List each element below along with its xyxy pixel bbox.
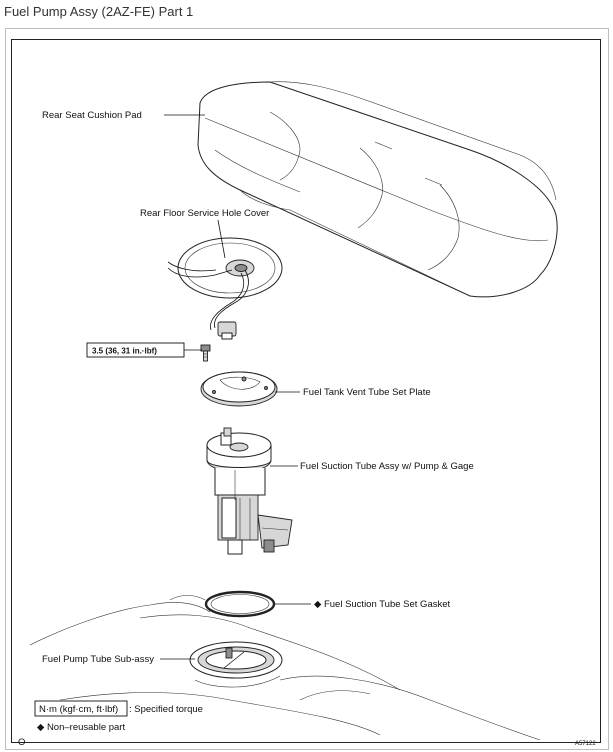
figure-code: A57122 xyxy=(575,741,596,747)
label-rear-seat-cushion-pad: Rear Seat Cushion Pad xyxy=(42,110,142,121)
legend-torque-description: : Specified torque xyxy=(129,704,203,715)
page-title: Fuel Pump Assy (2AZ-FE) Part 1 xyxy=(4,4,194,19)
leader-lines xyxy=(160,114,311,660)
bolt-illustration xyxy=(200,344,211,362)
label-fuel-pump-tube-sub-assy: Fuel Pump Tube Sub-assy xyxy=(42,654,154,665)
fuel-tank-illustration xyxy=(29,595,541,741)
label-rear-floor-service-hole-cover: Rear Floor Service Hole Cover xyxy=(140,208,269,219)
legend-torque-unit: N·m (kgf·cm, ft·lbf) xyxy=(39,704,118,715)
legend-non-reusable-part: ◆ Non–reusable part xyxy=(37,722,125,733)
figure-border xyxy=(11,39,601,743)
service-hole-cover-illustration xyxy=(167,237,283,340)
vent-tube-set-plate-illustration xyxy=(200,371,278,407)
corner-mark: O xyxy=(18,737,25,748)
label-fuel-suction-tube-assy: Fuel Suction Tube Assy w/ Pump & Gage xyxy=(300,461,474,472)
fuel-suction-tube-gasket-illustration xyxy=(204,590,276,618)
fuel-suction-tube-assy-illustration xyxy=(206,427,293,555)
legend-torque-box xyxy=(34,700,128,717)
figure-frame xyxy=(5,28,609,750)
label-torque-value: 3.5 (36, 31 in.·lbf) xyxy=(92,347,157,356)
label-fuel-tank-vent-tube-set-plate: Fuel Tank Vent Tube Set Plate xyxy=(303,387,431,398)
rear-seat-cushion-illustration xyxy=(197,81,558,298)
label-fuel-suction-tube-set-gasket: ◆ Fuel Suction Tube Set Gasket xyxy=(314,599,451,610)
torque-box xyxy=(86,342,185,358)
